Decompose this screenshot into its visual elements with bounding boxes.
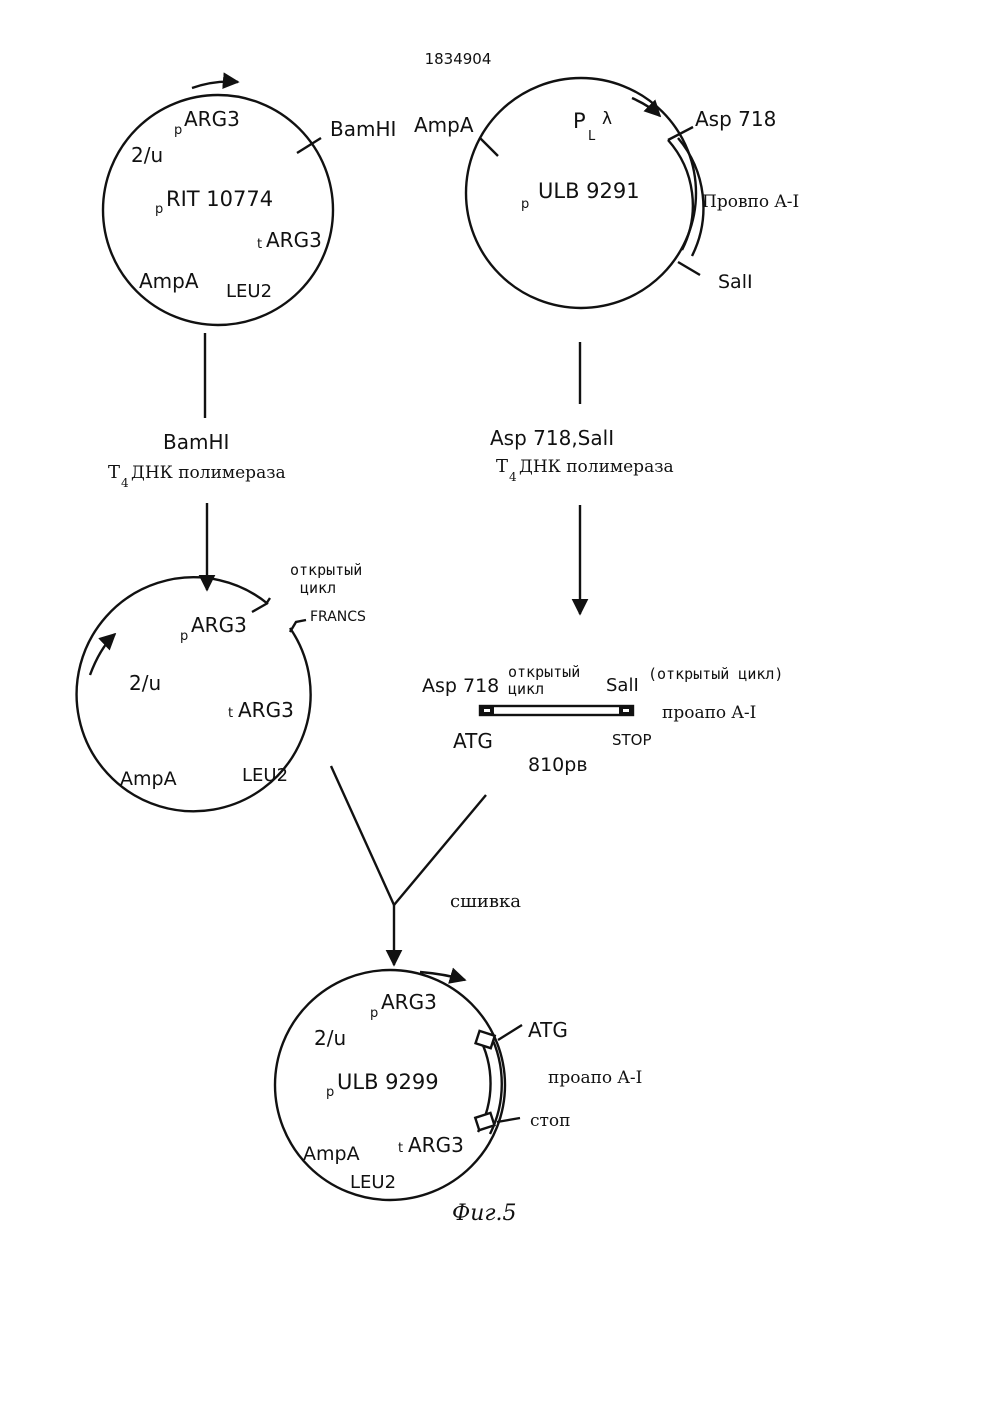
fragment-end-right-inner xyxy=(623,709,629,712)
opened-plasmid: открытый цикл FRANCS p ARG3 2/ս t ARG3 A… xyxy=(77,561,366,811)
two-micron-label: 2/ս xyxy=(314,1026,346,1050)
plasmid-name: ULB 9299 xyxy=(337,1070,439,1094)
dna-fragment: Asp 718 открытый цикл SalI (открытый цик… xyxy=(422,663,783,776)
patent-number: 1834904 xyxy=(425,50,492,68)
polymerase-label: ДНК полимераза xyxy=(131,463,286,483)
targ3-label: ARG3 xyxy=(238,698,294,722)
parg3-label: ARG3 xyxy=(381,990,437,1014)
targ3-prefix: t xyxy=(228,706,233,721)
two-micron-label: 2/ս xyxy=(131,143,163,167)
ampa-label: AmpA xyxy=(139,269,199,293)
polymerase-prefix: T xyxy=(108,462,120,483)
leu2-label: LEU2 xyxy=(350,1172,396,1193)
parg3-label: ARG3 xyxy=(191,613,247,637)
plasmid-pulb9291: AmpA P L λ p ULB 9291 Asp 718 Провпо A-I… xyxy=(414,78,799,308)
asp718-label: Asp 718 xyxy=(695,107,776,131)
direction-arrow xyxy=(192,82,238,88)
atg-site-tick xyxy=(498,1025,522,1040)
fragment-end-left-inner xyxy=(484,709,490,712)
sali-label: SalI xyxy=(606,675,639,696)
two-micron-label: 2/ս xyxy=(129,671,161,695)
step-left: BamHI T 4 ДНК полимераза xyxy=(108,333,286,590)
sali-note: (открытый цикл) xyxy=(648,665,783,683)
plasmid-name-prefix: p xyxy=(521,197,529,212)
ampa-site-tick xyxy=(480,138,498,156)
stop-box xyxy=(475,1113,494,1130)
figure-caption: Фиг.5 xyxy=(452,1201,517,1226)
ampa-label: AmpA xyxy=(120,768,177,790)
parg3-label: ARG3 xyxy=(184,107,240,131)
fragment-bar xyxy=(480,706,633,715)
pl-label: P xyxy=(573,109,586,133)
merge-line-right xyxy=(394,795,486,905)
ligation-label: сшивка xyxy=(450,891,521,912)
sali-label: SalI xyxy=(718,271,753,293)
asp718-label: Asp 718 xyxy=(422,675,499,697)
polymerase-prefix: T xyxy=(496,456,508,477)
targ3-label: ARG3 xyxy=(266,228,322,252)
plasmid-name-prefix: p xyxy=(326,1085,334,1100)
stop-label: стоп xyxy=(530,1111,571,1131)
polymerase-label: ДНК полимераза xyxy=(519,457,674,477)
step-right: Asp 718,SalI T 4 ДНК полимераза xyxy=(490,342,674,614)
enzymes-label: Asp 718,SalI xyxy=(490,426,614,450)
lambda-label: λ xyxy=(602,109,612,129)
open-cycle-line2: цикл xyxy=(508,680,544,698)
open-cycle-line2: цикл xyxy=(300,579,336,597)
parg3-prefix: p xyxy=(180,629,188,644)
right-end-stub xyxy=(290,620,306,632)
plasmid-prit10774: p ARG3 2/ս p RIT 10774 t ARG3 AmpA LEU2 … xyxy=(103,82,396,325)
plasmid-pulb9299: p ARG3 2/ս p ULB 9299 ATG проапо A-I сто… xyxy=(275,970,642,1200)
pl-subscript: L xyxy=(588,129,596,144)
proapo-label: Провпо A-I xyxy=(702,192,799,212)
targ3-prefix: t xyxy=(398,1141,403,1156)
sali-site-tick xyxy=(678,262,700,275)
plasmid-name-prefix: p xyxy=(155,202,163,217)
ampa-label: AmpA xyxy=(303,1143,360,1165)
open-cycle-line1: открытый xyxy=(290,561,362,579)
polymerase-subscript: 4 xyxy=(121,476,129,490)
enzyme-label: BamHI xyxy=(163,430,229,454)
open-cycle-line1: открытый xyxy=(508,663,580,681)
stop-label: STOP xyxy=(612,731,652,749)
merge-line-left xyxy=(331,766,394,905)
leu2-label: LEU2 xyxy=(242,765,288,786)
direction-arrow xyxy=(90,634,115,675)
parg3-prefix: p xyxy=(370,1006,378,1021)
plasmid-name: RIT 10774 xyxy=(166,187,273,211)
plasmid-name: ULB 9291 xyxy=(538,179,640,203)
polymerase-subscript: 4 xyxy=(509,470,517,484)
asp718-site-tick xyxy=(668,127,693,140)
targ3-prefix: t xyxy=(257,237,262,252)
ligation-step: сшивка xyxy=(331,766,521,965)
atg-label: ATG xyxy=(528,1018,568,1042)
parg3-prefix: p xyxy=(174,123,182,138)
proapo-label: проапо A-I xyxy=(548,1068,642,1088)
length-label: 810рв xyxy=(528,754,588,776)
proapo-label: проапо A-I xyxy=(662,703,756,723)
francs-label: FRANCS xyxy=(310,609,366,625)
ampa-label: AmpA xyxy=(414,113,474,137)
atg-label: ATG xyxy=(453,729,493,753)
targ3-label: ARG3 xyxy=(408,1133,464,1157)
leu2-label: LEU2 xyxy=(226,281,272,302)
bamhi-label: BamHI xyxy=(330,117,396,141)
